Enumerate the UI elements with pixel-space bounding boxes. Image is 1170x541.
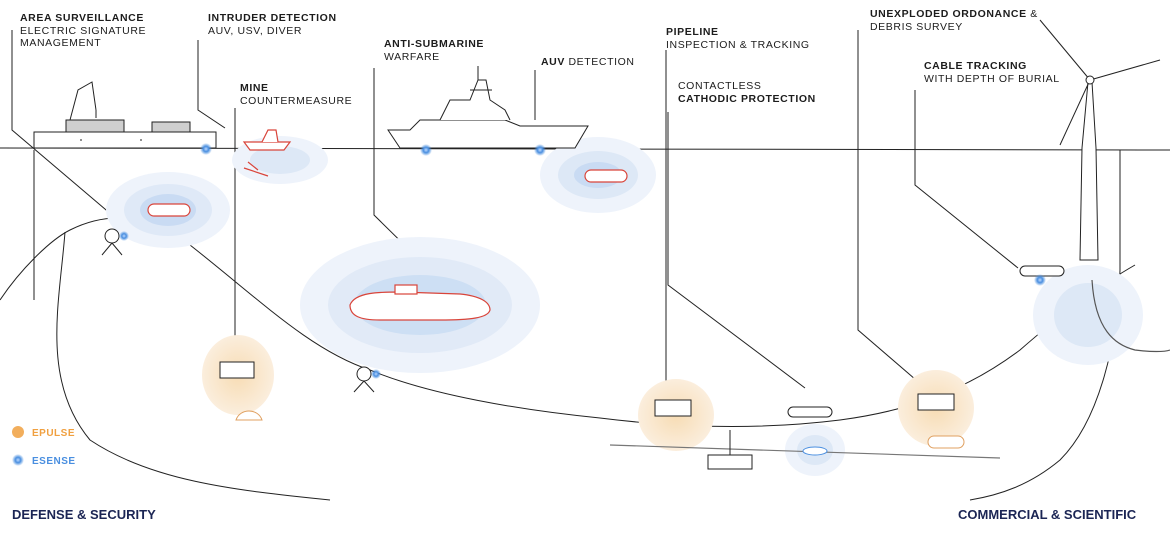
label-cable-tracking: CABLE TRACKING WITH DEPTH OF BURIAL <box>924 60 1060 85</box>
seabed-mine <box>235 410 263 421</box>
cable-line <box>1091 279 1170 353</box>
label-unexploded-ordnance: UNEXPLODED ORDONANCE & DEBRIS SURVEY <box>870 8 1038 33</box>
diver <box>243 161 269 177</box>
seabed-left-edge <box>56 231 331 501</box>
label-pipeline: PIPELINE INSPECTION & TRACKING <box>666 26 810 51</box>
footer-commercial-scientific: COMMERCIAL & SCIENTIFIC <box>958 507 1137 522</box>
label-mine: MINE COUNTERMEASURE <box>240 82 353 107</box>
label-intruder-detection: INTRUDER DETECTION AUV, USV, DIVER <box>208 12 337 37</box>
barge <box>33 81 217 149</box>
footer-defense-security: DEFENSE & SECURITY <box>12 507 156 522</box>
seabed-sensors <box>101 228 375 393</box>
leader-lines <box>11 30 1019 393</box>
label-anti-submarine: ANTI-SUBMARINE WARFARE <box>384 38 484 63</box>
legend-epulse: EPULSE <box>32 428 76 439</box>
auv-small-left <box>147 203 191 217</box>
epulse-fields <box>202 335 974 451</box>
esense-dots <box>119 143 1046 379</box>
label-auv-detection: AUV DETECTION <box>541 56 635 68</box>
esense-fields <box>106 136 1143 476</box>
legend-esense: ESENSE <box>32 456 76 467</box>
esense-legend-dot <box>12 454 24 466</box>
epulse-legend-dot <box>12 426 24 438</box>
pipeline-structure <box>707 430 828 470</box>
usv-boat <box>242 129 292 151</box>
auv-cathodic <box>787 406 833 418</box>
unexploded-ordnance <box>927 435 965 449</box>
warship <box>387 66 589 149</box>
rov-units <box>219 361 955 417</box>
submarine <box>349 284 491 321</box>
label-cathodic-protection: CONTACTLESS CATHODIC PROTECTION <box>678 80 816 105</box>
wind-turbine <box>1039 19 1161 261</box>
auv-near-ship <box>584 169 628 183</box>
label-area-surveillance: AREA SURVEILLANCE ELECTRIC SIGNATURE MAN… <box>20 12 147 49</box>
